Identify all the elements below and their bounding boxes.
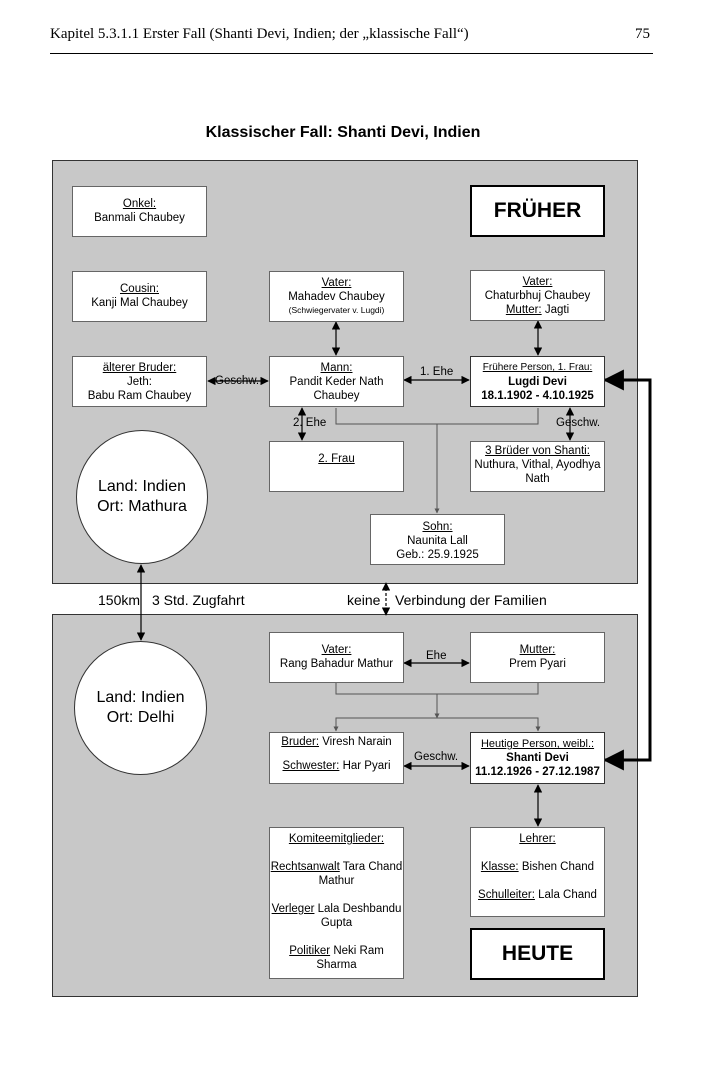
ehe2-label: 2. Ehe — [293, 417, 327, 429]
cousin-box: Cousin: Kanji Mal Chaubey — [72, 271, 207, 322]
publisher-name: Lala Deshbandu Gupta — [317, 903, 402, 929]
father-in-law-name: Mahadev Chaubey — [288, 291, 385, 303]
father-box: Vater: Rang Bahadur Mathur — [269, 632, 404, 683]
teacher-box: Lehrer: Klasse: Bishen Chand Schulleiter… — [470, 827, 605, 917]
no-connection-label-2: Verbindung der Familien — [395, 592, 547, 608]
elder-brother-line2: Jeth: — [127, 376, 152, 388]
son-role: Sohn: — [422, 521, 453, 533]
son-name: Naunita Lall — [407, 535, 468, 547]
class-role: Klasse: — [480, 861, 519, 873]
lawyer-role: Rechtsanwalt — [270, 861, 340, 873]
frueher-label: FRÜHER — [470, 185, 605, 237]
delhi-land: Land: Indien — [96, 689, 185, 706]
husband-box: Mann: Pandit Keder Nath Chaubey — [269, 356, 404, 407]
father-in-law-role: Vater: — [321, 277, 352, 289]
uncle-name: Banmali Chaubey — [94, 212, 185, 224]
elder-brother-name: Babu Ram Chaubey — [87, 390, 192, 402]
former-person-role: Frühere Person, 1. Frau: — [482, 362, 593, 373]
son-born: Geb.: 25.9.1925 — [396, 549, 479, 561]
distance-label: 150km — [98, 592, 141, 608]
former-person-box: Frühere Person, 1. Frau: Lugdi Devi 18.1… — [470, 356, 605, 407]
heute-label: HEUTE — [470, 928, 605, 980]
head-name: Lala Chand — [538, 889, 597, 901]
delhi-circle: Land: Indien Ort: Delhi — [74, 641, 207, 775]
husband-name: Pandit Keder Nath Chaubey — [289, 376, 384, 402]
no-connection-label-1: keine — [347, 592, 381, 608]
father-in-law-box: Vater: Mahadev Chaubey (Schwiegervater v… — [269, 271, 404, 322]
delhi-ort: Ort: Delhi — [106, 709, 175, 726]
header-rule — [50, 53, 653, 54]
brothers-role: 3 Brüder von Shanti: — [485, 445, 590, 457]
edge-reincarnation — [602, 369, 652, 771]
father-in-law-note: (Schwiegervater v. Lugdi) — [288, 305, 385, 315]
mother-role: Mutter: — [519, 644, 556, 656]
brother-role: Bruder: — [281, 736, 320, 748]
mathura-ort: Ort: Mathura — [97, 498, 187, 515]
second-wife-label: 2. Frau — [318, 453, 355, 465]
present-person-box: Heutige Person, weibl.: Shanti Devi 11.1… — [470, 732, 605, 784]
uncle-box: Onkel: Banmali Chaubey — [72, 186, 207, 237]
lugdi-father-name: Chaturbhuj Chaubey — [484, 290, 591, 302]
cousin-name: Kanji Mal Chaubey — [91, 297, 188, 309]
politician-name: Neki Ram Sharma — [316, 945, 384, 971]
present-person-role: Heutige Person, weibl.: — [480, 738, 595, 750]
former-person-name: Lugdi Devi — [508, 376, 567, 388]
running-header-title: Kapitel 5.3.1.1 Erster Fall (Shanti Devi… — [50, 26, 469, 42]
diagram-title: Klassischer Fall: Shanti Devi, Indien — [205, 124, 481, 141]
travel-label: 3 Std. Zugfahrt — [152, 592, 245, 608]
mathura-circle: Land: Indien Ort: Mathura — [76, 430, 208, 564]
second-wife-box: 2. Frau — [269, 441, 404, 492]
husband-role: Mann: — [320, 362, 353, 374]
edge-child-line — [335, 408, 539, 425]
committee-title: Komiteemitglieder: — [288, 833, 385, 845]
publisher-role: Verleger — [271, 903, 315, 915]
father-role: Vater: — [321, 644, 352, 656]
geschw-left-label: Geschw. — [215, 375, 260, 387]
geschw-present-label: Geschw. — [414, 751, 459, 763]
teacher-title: Lehrer: — [519, 833, 556, 845]
mother-box: Mutter: Prem Pyari — [470, 632, 605, 683]
present-person-dates: 11.12.1926 - 27.12.1987 — [475, 766, 600, 778]
ehe-label: Ehe — [426, 650, 447, 662]
lugdi-mother-name: Jagti — [544, 304, 570, 316]
elder-brother-role: älterer Bruder: — [102, 362, 177, 374]
siblings-box: Bruder: Viresh Narain Schwester: Har Pya… — [269, 732, 404, 784]
committee-box: Komiteemitglieder: Rechtsanwalt Tara Cha… — [269, 827, 404, 979]
sister-name: Har Pyari — [342, 760, 391, 772]
brother-name: Viresh Narain — [322, 736, 392, 748]
class-name: Bishen Chand — [521, 861, 595, 873]
cousin-role: Cousin: — [120, 283, 159, 295]
mother-name: Prem Pyari — [509, 658, 566, 670]
edge-parents-children — [335, 683, 539, 695]
present-person-name: Shanti Devi — [506, 752, 569, 764]
ehe1-label: 1. Ehe — [420, 366, 454, 378]
lawyer-name: Tara Chand Mathur — [318, 861, 403, 887]
lugdi-mother-role: Mutter: — [505, 304, 542, 316]
former-person-dates: 18.1.1902 - 4.10.1925 — [481, 390, 594, 402]
uncle-role: Onkel: — [122, 198, 157, 210]
geschw-right-label: Geschw. — [556, 417, 601, 429]
edge-to-siblings — [333, 717, 541, 732]
elder-brother-box: älterer Bruder: Jeth: Babu Ram Chaubey — [72, 356, 207, 407]
lugdi-father-role: Vater: — [522, 276, 553, 288]
father-name: Rang Bahadur Mathur — [279, 658, 394, 670]
head-role: Schulleiter: — [478, 889, 535, 901]
brothers-names: Nuthura, Vithal, Ayodhya Nath — [474, 459, 601, 485]
page-number: 75 — [635, 26, 650, 42]
brothers-box: 3 Brüder von Shanti: Nuthura, Vithal, Ay… — [470, 441, 605, 492]
lugdi-parents-box: Vater: Chaturbhuj Chaubey Mutter: Jagti — [470, 270, 605, 321]
mathura-land: Land: Indien — [97, 478, 187, 495]
sister-role: Schwester: — [282, 760, 340, 772]
politician-role: Politiker — [289, 945, 331, 957]
son-box: Sohn: Naunita Lall Geb.: 25.9.1925 — [370, 514, 505, 565]
